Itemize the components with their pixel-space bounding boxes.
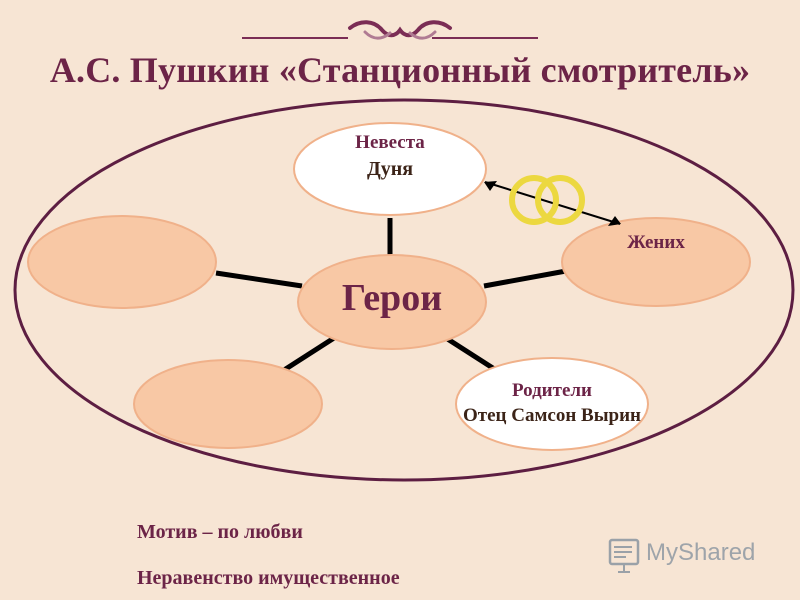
bottom-left-empty-node	[133, 359, 323, 449]
inequality-text: Неравенство имущественное	[137, 567, 400, 589]
connector-left	[215, 270, 303, 289]
parents-title: Родители	[511, 380, 593, 401]
arrowhead-left-icon	[484, 181, 497, 191]
ornament-right-swirl	[408, 30, 437, 40]
outer-ellipse	[13, 98, 795, 482]
heroes-center-label: Герои	[341, 277, 443, 319]
ornament-flourish-icon	[348, 20, 452, 38]
groom-title: Жених	[627, 232, 685, 253]
title-ornament	[242, 20, 538, 40]
ornament-left-swirl	[363, 30, 392, 40]
watermark: MyShared	[610, 536, 770, 570]
slide-title: А.С. Пушкин «Станционный смотритель»	[49, 50, 751, 90]
heroes-node	[297, 254, 487, 350]
ring-left-icon	[509, 175, 559, 225]
motive-text: Мотив – по любви	[137, 521, 303, 543]
ring-right-icon	[535, 175, 585, 225]
watermark-logo	[608, 538, 640, 573]
left-empty-node	[27, 215, 217, 309]
bride-subtitle: Дуня	[366, 158, 414, 180]
parents-subtitle: Отец Самсон Вырин	[462, 405, 641, 426]
bride-node	[293, 122, 487, 216]
connector-bottom-left	[279, 335, 336, 375]
arrowhead-right-icon	[608, 216, 621, 226]
bride-title: Невеста	[355, 132, 425, 153]
connector-right	[483, 268, 567, 289]
watermark-text: MyShared	[646, 539, 756, 566]
connector-bottom-right	[444, 335, 501, 375]
double-arrow-line	[484, 181, 621, 225]
parents-node	[455, 357, 649, 451]
groom-node	[561, 217, 751, 307]
